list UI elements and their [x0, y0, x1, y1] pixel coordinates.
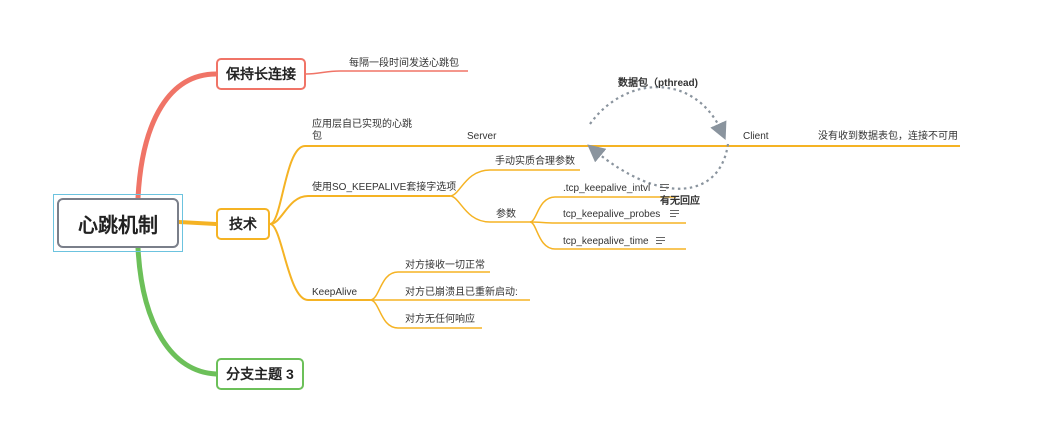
connector-ka-1 — [369, 271, 490, 301]
connector-ka-3 — [369, 299, 482, 329]
note-icon-time[interactable] — [656, 237, 665, 245]
keep-conn-child[interactable]: 每隔一段时间发送心跳包 — [349, 58, 459, 69]
connector-keep-conn-child — [305, 70, 468, 75]
note-icon-intvl[interactable] — [660, 184, 669, 192]
connector-root-tech — [177, 220, 218, 226]
keepalive-item-3[interactable]: 对方无任何响应 — [405, 314, 475, 325]
branch-tech[interactable]: 技术 — [216, 208, 270, 240]
params-label[interactable]: 参数 — [496, 209, 516, 220]
connector-root-topic3 — [135, 245, 219, 377]
client-note[interactable]: 没有收到数据表包，连接不可用 — [818, 131, 958, 142]
keepalive-label[interactable]: KeepAlive — [312, 287, 358, 298]
connector-params-intvl — [529, 196, 676, 223]
connector-params-time — [529, 221, 686, 250]
root-topic[interactable]: 心跳机制 — [57, 198, 179, 248]
param-intvl[interactable]: .tcp_keepalive_intvl — [563, 183, 651, 194]
keepalive-item-1[interactable]: 对方接收一切正常 — [405, 260, 485, 271]
response-label[interactable]: 有无回应 — [660, 196, 700, 207]
server-label[interactable]: Server — [467, 131, 497, 142]
manual-params-label[interactable]: 手动实质合理参数 — [495, 156, 575, 167]
branch-keep-conn-label: 保持长连接 — [226, 66, 296, 82]
client-label[interactable]: Client — [743, 131, 769, 142]
dashed-arrow-response — [587, 143, 730, 190]
keepalive-item-2[interactable]: 对方已崩溃且已重新启动: — [405, 287, 518, 298]
root-selection-frame — [53, 194, 183, 252]
connector-root-keep-conn — [135, 71, 219, 201]
packet-label[interactable]: 数据包（pthread) — [618, 78, 698, 89]
app-layer-line2: 包 — [312, 131, 322, 142]
root-label: 心跳机制 — [78, 214, 158, 237]
branch-topic3-label: 分支主题 3 — [226, 366, 294, 382]
connector-tech-app — [269, 145, 960, 225]
so-keepalive-label[interactable]: 使用SO_KEEPALIVE套接字选项 — [312, 182, 457, 193]
note-icon-probes[interactable] — [670, 210, 679, 218]
connector-params-probes — [529, 221, 686, 224]
branch-keep-conn[interactable]: 保持长连接 — [216, 58, 306, 90]
connector-so-params — [449, 195, 530, 223]
app-layer-line1[interactable]: 应用层自已实现的心跳 — [312, 119, 412, 130]
param-time[interactable]: tcp_keepalive_time — [563, 236, 649, 247]
dashed-arrow-packet — [589, 86, 727, 141]
param-probes[interactable]: tcp_keepalive_probes — [563, 209, 661, 220]
connector-so-manual — [449, 169, 580, 197]
branch-tech-label: 技术 — [229, 216, 257, 232]
branch-topic3[interactable]: 分支主题 3 — [216, 358, 304, 390]
connector-tech-keepalive — [269, 223, 370, 301]
connector-tech-so — [269, 195, 450, 225]
